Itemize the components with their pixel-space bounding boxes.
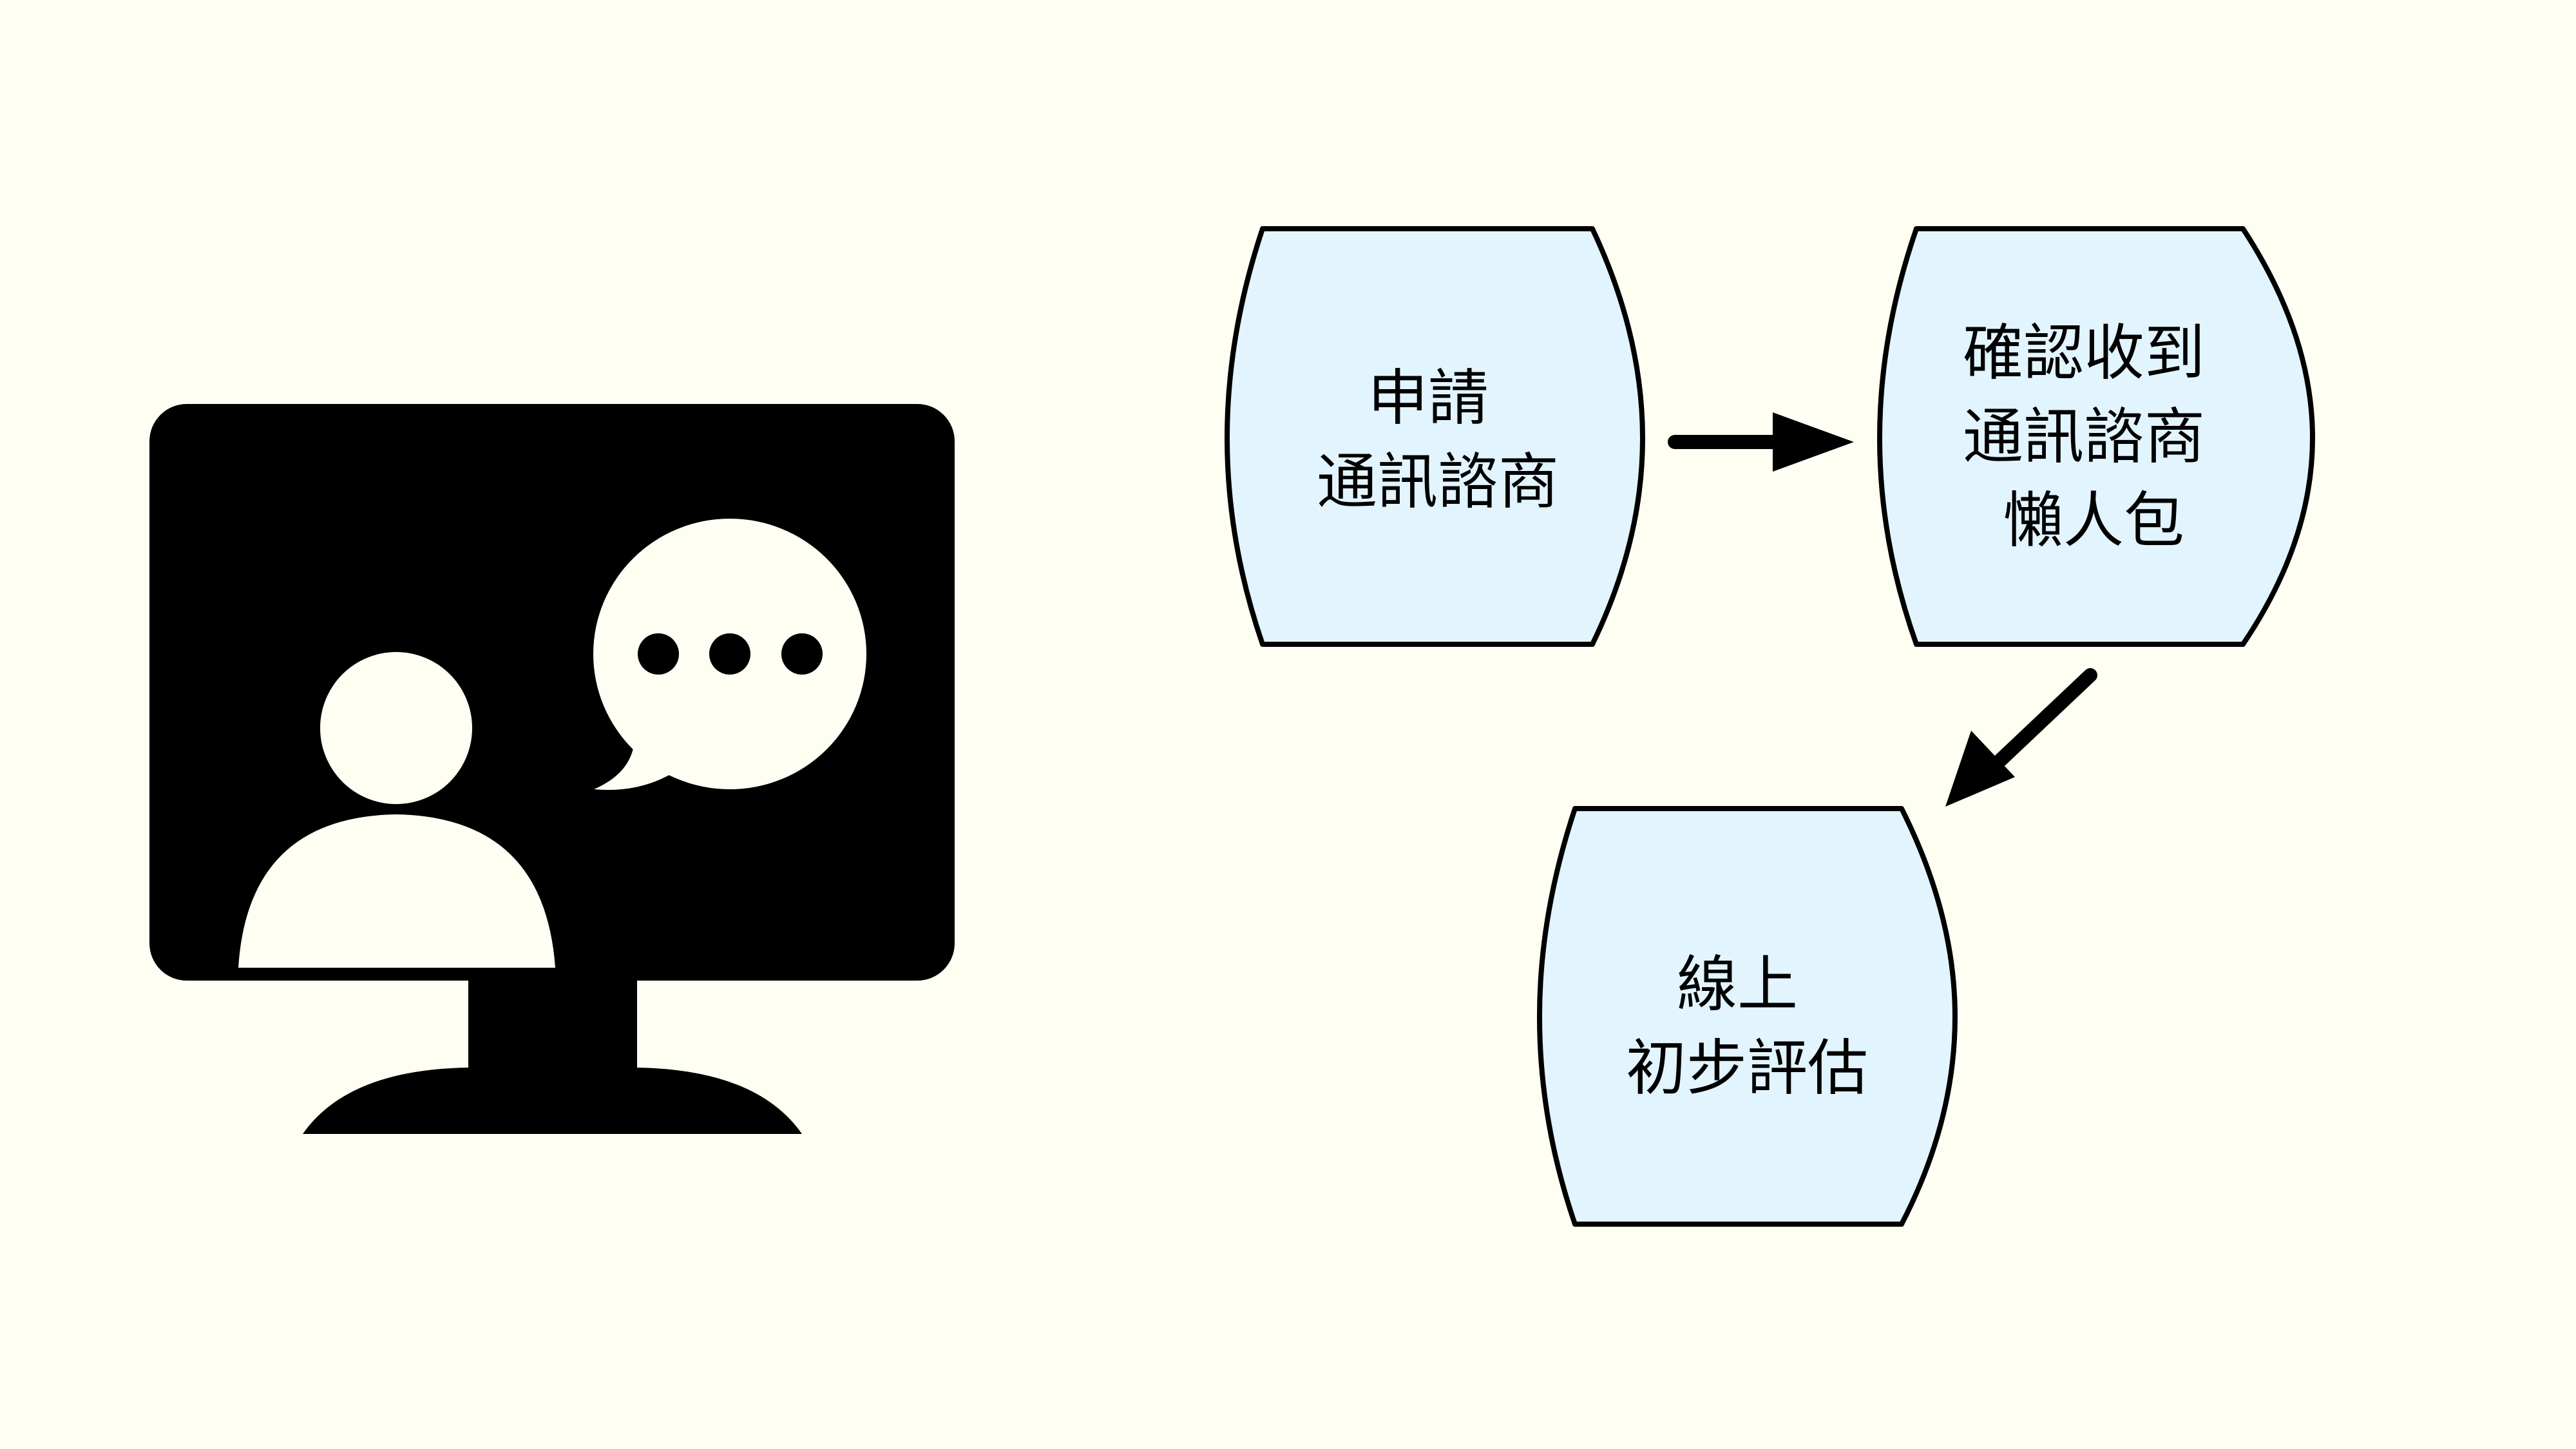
online-consultation-monitor-icon <box>149 404 955 1134</box>
speech-bubble-icon <box>593 519 866 790</box>
flow-node-label: 申請 通訊諮商 <box>1317 363 1559 517</box>
flow-node-shape <box>1225 226 1645 647</box>
dot-icon <box>709 633 750 675</box>
dot-icon <box>781 633 823 675</box>
flow-node-apply: 申請 通訊諮商 <box>1225 226 1645 647</box>
arrow-apply-to-confirm <box>1668 412 1854 472</box>
flow-node-shape <box>1537 806 1958 1227</box>
monitor-stand-base <box>303 1068 802 1134</box>
flow-node-shape <box>1877 226 2315 647</box>
flow-node-label: 確認收到 通訊諮商 懶人包 <box>1963 318 2224 556</box>
arrowhead-icon <box>1773 412 1854 472</box>
dot-icon <box>638 633 679 675</box>
flow-node-label: 線上 初步評估 <box>1626 950 1868 1104</box>
person-icon <box>238 652 555 968</box>
arrowhead-icon <box>1945 731 2015 807</box>
flow-node-assess: 線上 初步評估 <box>1537 806 1958 1227</box>
arrow-confirm-to-assess <box>1945 668 2097 807</box>
monitor-stand-neck <box>468 976 637 1073</box>
flow-node-confirm: 確認收到 通訊諮商 懶人包 <box>1877 226 2315 647</box>
